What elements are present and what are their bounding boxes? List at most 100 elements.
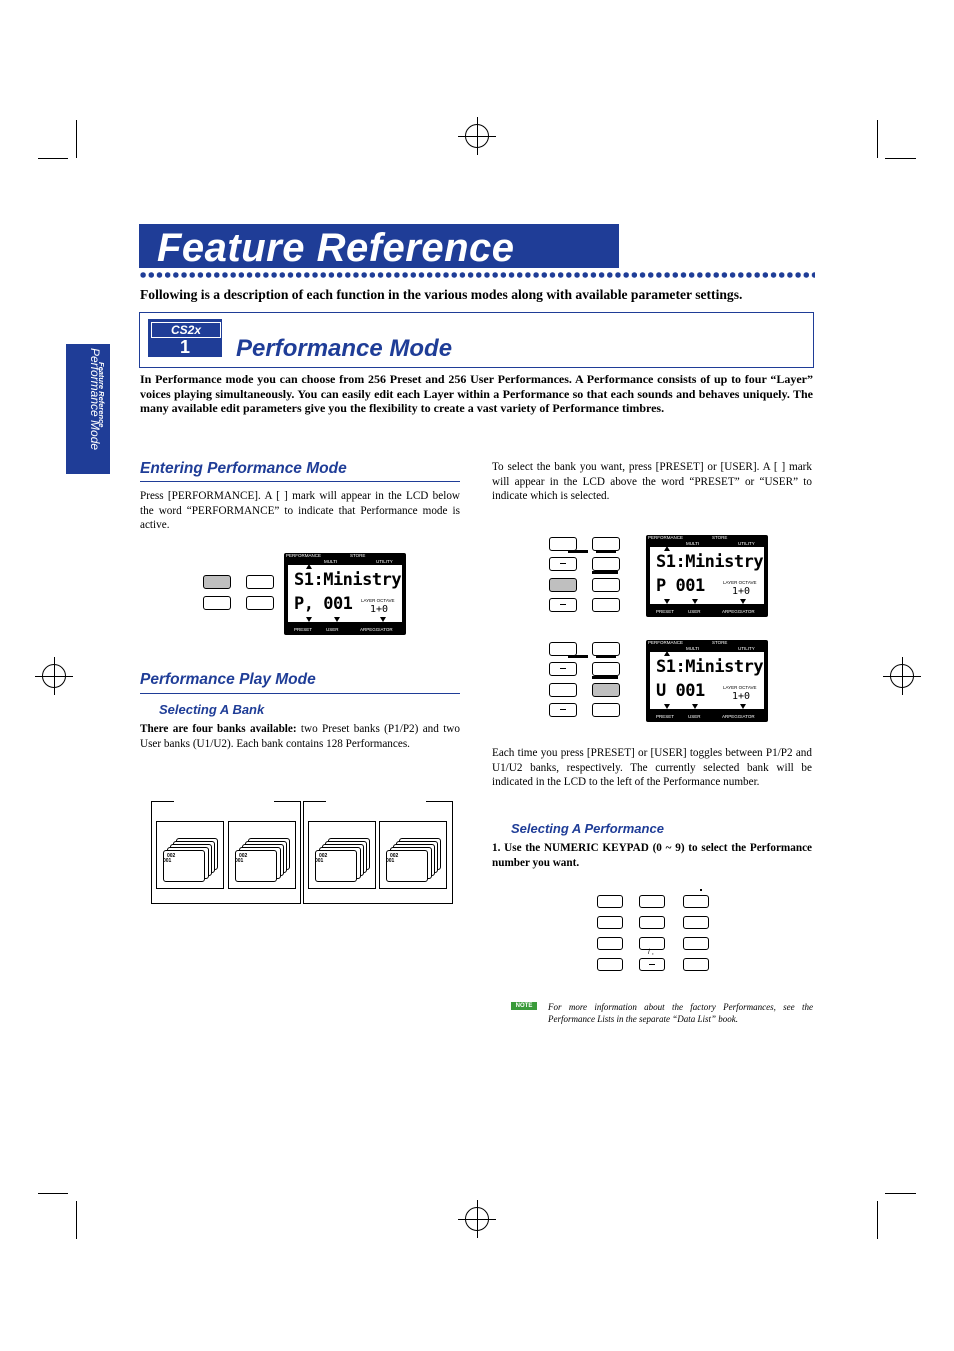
multi-button[interactable]: [592, 537, 620, 551]
keypad-key-4[interactable]: [597, 916, 623, 929]
preset-button[interactable]: [549, 683, 577, 697]
keypad-key-6[interactable]: [683, 916, 709, 929]
indicator-bar: [592, 571, 618, 574]
arpeggiator-button[interactable]: [549, 703, 577, 717]
lcd-number-line: P, 001: [294, 594, 353, 614]
selecting-bank-heading: Selecting A Bank: [159, 702, 265, 717]
lcd-layer-octave-label: LAYER OCTAVE: [723, 685, 757, 690]
indicator-bar: [596, 655, 616, 658]
lcd-label-user: USER: [326, 627, 339, 632]
selecting-performance-heading: Selecting A Performance: [511, 821, 664, 836]
registration-mark: [883, 657, 921, 695]
selecting-bank-body-rest: two Preset banks (P1/P2) and two User ba…: [140, 723, 460, 750]
card-number-top: 002: [167, 853, 176, 859]
lcd-indicator: [306, 564, 312, 569]
keypad-key-dec[interactable]: [597, 958, 623, 971]
note-badge: NOTE: [511, 1002, 537, 1010]
card-number-top: 002: [390, 853, 399, 859]
keypad-key-0[interactable]: [639, 958, 665, 971]
lcd-name-line: S1:Ministry: [656, 552, 764, 572]
keypad-key-label: / ,: [648, 949, 654, 956]
lcd-label-arpeggiator: ARPEGGIATOR: [722, 609, 755, 614]
card-stack: 002 001: [232, 838, 290, 882]
keypad-dot: [700, 889, 702, 891]
lcd-indicator: [692, 704, 698, 709]
crop-mark: [38, 1193, 68, 1194]
card-number-bottom: 001: [315, 858, 324, 864]
side-tab-mode: Performance Mode: [88, 348, 102, 451]
crop-mark: [76, 120, 77, 158]
intro-text: Following is a description of each funct…: [140, 287, 743, 302]
keypad-key-1[interactable]: [597, 895, 623, 908]
lcd-label-user: USER: [688, 609, 701, 614]
cs2x-logo: CS2x 1: [148, 319, 222, 357]
lcd-label-preset: PRESET: [294, 627, 313, 632]
keypad-key-2[interactable]: [639, 895, 665, 908]
lcd-label-store: STORE: [712, 640, 728, 645]
card-number-bottom: 001: [235, 858, 244, 864]
keypad-key-7[interactable]: [597, 937, 623, 950]
side-tab-section: Feature Reference: [97, 362, 106, 428]
card-number-top: 002: [239, 853, 248, 859]
heading-rule: [140, 693, 460, 694]
lcd-display: PERFORMANCE STORE MULTI UTILITY S1:Minis…: [646, 535, 768, 617]
keypad-key-3[interactable]: [683, 895, 709, 908]
performance-button[interactable]: [549, 642, 577, 656]
heading-rule: [140, 481, 460, 482]
crop-mark: [885, 1193, 916, 1194]
exit-button[interactable]: [592, 703, 620, 717]
card-number-bottom: 001: [163, 858, 172, 864]
keypad-key-5[interactable]: [639, 916, 665, 929]
keypad-key-9[interactable]: [683, 937, 709, 950]
bank-select-text: To select the bank you want, press [PRES…: [492, 461, 812, 502]
utility-button[interactable]: [246, 596, 274, 610]
lcd-layer-octave-label: LAYER OCTAVE: [361, 598, 395, 603]
store-button[interactable]: [549, 662, 577, 676]
multi-button[interactable]: [592, 642, 620, 656]
note-text: For more information about the factory P…: [548, 1002, 813, 1024]
keypad-key-inc[interactable]: [683, 958, 709, 971]
lcd-label-user: USER: [688, 714, 701, 719]
lcd-label-multi: MULTI: [686, 541, 700, 546]
lcd-layer-octave-label: LAYER OCTAVE: [723, 580, 757, 585]
arpeggiator-button[interactable]: [549, 598, 577, 612]
utility-button[interactable]: [592, 662, 620, 676]
store-button[interactable]: [203, 596, 231, 610]
user-button[interactable]: [592, 578, 620, 592]
card-number-bottom: 001: [386, 858, 395, 864]
page-title: Feature Reference: [157, 226, 515, 270]
lcd-label-preset: PRESET: [656, 609, 675, 614]
utility-button[interactable]: [592, 557, 620, 571]
lcd-label-preset: PRESET: [656, 714, 675, 719]
card-stack: 002 001: [312, 838, 370, 882]
lcd-number-line: U 001: [656, 681, 705, 701]
crop-mark: [885, 158, 916, 159]
performance-button[interactable]: [203, 575, 231, 589]
lcd-label-utility: UTILITY: [738, 646, 755, 651]
keypad-key-8[interactable]: [639, 937, 665, 950]
lcd-label-performance: PERFORMANCE: [648, 640, 684, 645]
lcd-label-utility: UTILITY: [738, 541, 755, 546]
lcd-indicator: [692, 599, 698, 604]
preset-button[interactable]: [549, 578, 577, 592]
multi-button[interactable]: [246, 575, 274, 589]
lcd-indicator: [664, 651, 670, 656]
lcd-label-store: STORE: [350, 553, 366, 558]
lcd-label-utility: UTILITY: [376, 559, 393, 564]
lcd-octave-value: 1+0: [732, 691, 751, 702]
lcd-octave-value: 1+0: [732, 586, 751, 597]
lcd-name-line: S1:Ministry: [656, 657, 764, 677]
lcd-label-store: STORE: [712, 535, 728, 540]
lcd-label-multi: MULTI: [686, 646, 700, 651]
indicator-bar: [596, 550, 616, 553]
lcd-label-multi: MULTI: [324, 559, 338, 564]
lcd-number-line: P 001: [656, 576, 705, 596]
user-button[interactable]: [592, 683, 620, 697]
selecting-bank-body: There are four banks available: two Pres…: [140, 722, 460, 751]
store-button[interactable]: [549, 557, 577, 571]
card-stack: 002 001: [160, 838, 218, 882]
indicator-bar: [592, 676, 618, 679]
mode-lead-paragraph: In Performance mode you can choose from …: [140, 372, 813, 415]
exit-button[interactable]: [592, 598, 620, 612]
performance-button[interactable]: [549, 537, 577, 551]
